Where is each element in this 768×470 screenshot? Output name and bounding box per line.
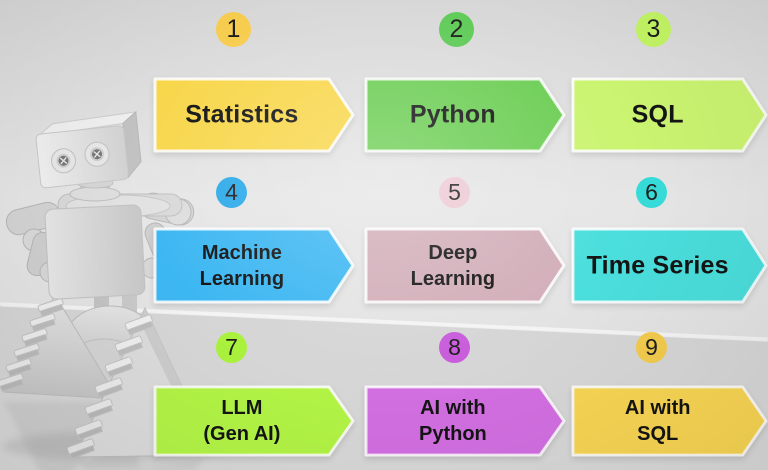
step-2-number-badge: 2 [439, 12, 474, 47]
step-7-arrow-banner [153, 385, 355, 457]
robot-head [35, 110, 142, 189]
step-6-time-series: 6 Time Series [571, 177, 768, 304]
step-number: 9 [645, 334, 658, 360]
step-number: 7 [225, 334, 238, 360]
step-number: 5 [448, 179, 461, 205]
step-5-number-badge: 5 [439, 177, 470, 208]
step-4-number-badge: 4 [216, 177, 247, 208]
step-6-number-badge: 6 [636, 177, 667, 208]
step-8-number-badge: 8 [439, 332, 470, 363]
step-number: 1 [226, 15, 241, 43]
robot-image: D1 [0, 110, 227, 470]
step-1-statistics: 1 Statistics [153, 12, 355, 153]
step-3-label: SQL [631, 100, 684, 129]
step-6-label: Time Series [586, 251, 729, 279]
step-2-arrow-banner [364, 77, 566, 153]
step-9-number-badge: 9 [636, 332, 667, 363]
step-7-llm-gen-ai: 7 LLM(Gen AI) [153, 332, 355, 457]
step-3-arrow-banner [571, 77, 768, 153]
step-9-arrow-banner [571, 385, 768, 457]
step-number: 3 [646, 15, 661, 43]
step-3-number-badge: 3 [636, 12, 671, 47]
step-1-label: Statistics [185, 100, 299, 129]
step-7-number-badge: 7 [216, 332, 247, 363]
step-2-label: Python [409, 100, 496, 129]
step-7-label: LLM(Gen AI) [203, 397, 281, 445]
step-4-arrow-banner [153, 227, 355, 304]
robot-eye-right [84, 141, 110, 167]
step-number: 4 [225, 179, 238, 205]
step-number: 8 [448, 334, 461, 360]
step-2-python: 2 Python [364, 12, 566, 153]
step-3-sql: 3 SQL [571, 12, 768, 153]
step-1-number-badge: 1 [216, 12, 251, 47]
step-number: 6 [645, 179, 658, 205]
robot-eye-left [51, 148, 77, 174]
step-8-arrow-banner [364, 385, 566, 457]
step-1-arrow-banner [153, 77, 355, 153]
step-number: 2 [449, 15, 464, 43]
step-5-arrow-banner [364, 227, 566, 304]
step-6-arrow-banner [571, 227, 768, 304]
